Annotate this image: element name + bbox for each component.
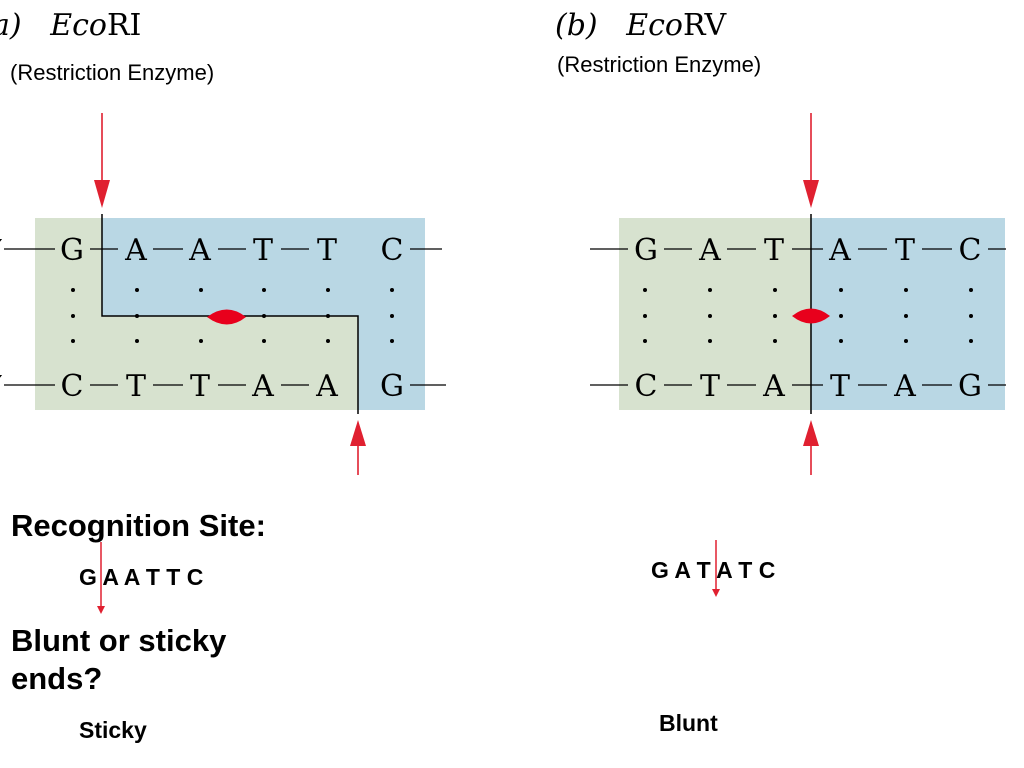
ecorv-bottom-base: A (762, 369, 785, 404)
ecorv-left-fragment (619, 218, 811, 410)
ecorv-hydrogen-bonds (643, 288, 973, 343)
ecori-top-base: C (381, 233, 404, 268)
ecori-site-cut-arrow (97, 542, 105, 614)
ends-question: Blunt or sticky ends? (11, 623, 227, 696)
ecori-bottom-base: T (126, 369, 146, 404)
ecori-left-fragment (35, 218, 358, 410)
ecorv-site-cut-arrow (712, 540, 720, 597)
ecori-bottom-base: C (61, 369, 84, 404)
ecorv-bottom-base: C (635, 369, 658, 404)
ecorv-bottom-base: G (958, 369, 982, 404)
ecori-right-fragment (102, 218, 425, 410)
ecori-top-base: A (124, 233, 147, 268)
ecori-top-base: A (188, 233, 211, 268)
panel-a-label: a) (0, 8, 22, 43)
ecorv-top-base: T (764, 233, 784, 268)
ecori-top-base: T (253, 233, 273, 268)
ecorv-recognition-sequence: G A T A T C (651, 557, 776, 583)
ecori-bottom-base: T (190, 369, 210, 404)
panel-b-enzyme-suffix: RV (683, 8, 727, 43)
ecori-ends-answer: Sticky (79, 717, 147, 743)
ecorv-top-base: G (634, 233, 658, 268)
ecorv-bottom-strand: C T A T A G (635, 369, 982, 404)
ecorv-bottom-base: T (830, 369, 850, 404)
recognition-site-heading: Recognition Site: (11, 508, 266, 543)
panel-b-label: (b) (555, 8, 598, 43)
ecorv-symmetry-marker (792, 308, 830, 324)
ecorv-top-cut-arrow (803, 113, 819, 208)
ecorv-top-strand: G A T A T C (634, 233, 981, 268)
ecorv-bottom-base: T (700, 369, 720, 404)
ecori-bottom-end-mark: ′ (0, 370, 3, 405)
ecorv-right-fragment (811, 218, 1005, 410)
ecori-bottom-cut-arrow (350, 420, 366, 475)
ecorv-bottom-cut-arrow (803, 420, 819, 475)
ecori-top-base: T (317, 233, 337, 268)
ecori-top-end-mark: ′ (0, 234, 3, 269)
panel-a-enzyme-suffix: RI (106, 8, 142, 43)
ecori-bottom-strand: C T T A A G (61, 369, 404, 404)
ecori-bottom-base: G (380, 369, 404, 404)
ecori-bottom-base: A (251, 369, 274, 404)
panel-a-subtitle: (Restriction Enzyme) (10, 60, 215, 85)
ecori-bottom-base: A (315, 369, 338, 404)
ecorv-ends-answer: Blunt (659, 710, 718, 736)
ecori-hydrogen-bonds (71, 288, 394, 343)
ecorv-top-base: C (959, 233, 982, 268)
ecori-symmetry-marker (207, 309, 246, 325)
ecorv-diagram: G A T A T C C T A T A G (590, 113, 1006, 475)
ecorv-top-base: A (698, 233, 721, 268)
ecori-top-cut-arrow (94, 113, 110, 208)
panel-b-enzyme-prefix: Eco (626, 8, 683, 43)
panel-a-enzyme-prefix: Eco (50, 8, 107, 43)
ecori-top-base: G (60, 233, 84, 268)
ecori-diagram: ′ ′ G A A T T C C T T A A G (0, 113, 446, 475)
ecori-recognition-sequence: G A A T T C (79, 564, 204, 590)
ecorv-top-base: T (895, 233, 915, 268)
panel-b-subtitle: (Restriction Enzyme) (557, 52, 762, 77)
panel-b-title: (b) EcoRV (555, 8, 726, 43)
ecori-top-strand: G A A T T C (60, 233, 403, 268)
panel-a-title: a) EcoRI (0, 8, 141, 43)
ecorv-top-base: A (828, 233, 851, 268)
ecorv-bottom-base: A (893, 369, 916, 404)
